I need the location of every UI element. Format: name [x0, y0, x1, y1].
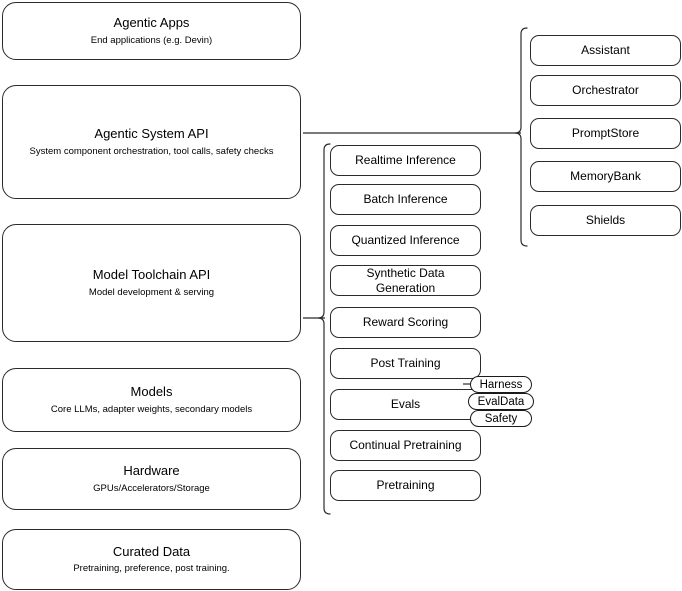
toolchain-continual-pretraining[interactable]: Continual Pretraining — [330, 430, 481, 461]
chip-label: Post Training — [370, 356, 441, 370]
toolchain-quantized-inference[interactable]: Quantized Inference — [330, 225, 481, 256]
layer-title: Curated Data — [112, 543, 191, 559]
pill-label: EvalData — [477, 395, 525, 408]
layer-hardware[interactable]: Hardware GPUs/Accelerators/Storage — [2, 448, 301, 510]
pill-label: Safety — [484, 412, 518, 425]
chip-label: PromptStore — [571, 126, 640, 140]
chip-label: Pretraining — [376, 478, 435, 492]
chip-label: Shields — [585, 213, 626, 227]
evals-pill-harness[interactable]: Harness — [470, 376, 532, 393]
layer-models[interactable]: Models Core LLMs, adapter weights, secon… — [2, 368, 301, 432]
chip-label: MemoryBank — [570, 169, 641, 183]
toolchain-synthetic-data-generation[interactable]: Synthetic Data Generation — [330, 265, 481, 296]
layer-subtitle: Model development & serving — [88, 286, 215, 298]
layer-model-toolchain-api[interactable]: Model Toolchain API Model development & … — [2, 224, 301, 342]
layer-title: Model Toolchain API — [92, 267, 211, 283]
layer-agentic-system-api[interactable]: Agentic System API System component orch… — [2, 85, 301, 199]
toolchain-batch-inference[interactable]: Batch Inference — [330, 184, 481, 215]
layer-subtitle: Core LLMs, adapter weights, secondary mo… — [50, 403, 253, 415]
chip-label: Reward Scoring — [362, 315, 449, 329]
layer-subtitle: GPUs/Accelerators/Storage — [93, 482, 210, 494]
chip-label: Quantized Inference — [351, 233, 460, 247]
toolchain-reward-scoring[interactable]: Reward Scoring — [330, 307, 481, 338]
chip-label: Realtime Inference — [355, 153, 456, 167]
layer-subtitle: System component orchestration, tool cal… — [29, 145, 274, 157]
layer-title: Agentic System API — [94, 126, 209, 142]
chip-label: Batch Inference — [363, 192, 448, 206]
toolchain-evals[interactable]: Evals — [330, 389, 481, 420]
toolchain-realtime-inference[interactable]: Realtime Inference — [330, 145, 481, 176]
layer-subtitle: Pretraining, preference, post training. — [73, 563, 230, 575]
layer-subtitle: End applications (e.g. Devin) — [90, 34, 213, 46]
pill-label: Harness — [479, 378, 523, 391]
system-assistant[interactable]: Assistant — [530, 35, 681, 66]
toolchain-pretraining[interactable]: Pretraining — [330, 470, 481, 501]
chip-label: Continual Pretraining — [349, 438, 462, 452]
evals-pill-evaldata[interactable]: EvalData — [468, 393, 534, 410]
chip-label: Synthetic Data Generation — [366, 265, 445, 295]
layer-agentic-apps[interactable]: Agentic Apps End applications (e.g. Devi… — [2, 2, 301, 60]
chip-label: Orchestrator — [572, 83, 639, 97]
system-promptstore[interactable]: PromptStore — [530, 118, 681, 149]
chip-label: Evals — [390, 397, 421, 411]
layer-curated-data[interactable]: Curated Data Pretraining, preference, po… — [2, 529, 301, 590]
layer-title: Models — [130, 384, 173, 400]
chip-label: Assistant — [581, 43, 630, 57]
toolchain-post-training[interactable]: Post Training — [330, 348, 481, 379]
system-orchestrator[interactable]: Orchestrator — [530, 75, 681, 106]
layer-title: Agentic Apps — [113, 15, 190, 31]
layer-title: Hardware — [123, 463, 180, 479]
evals-pill-safety[interactable]: Safety — [470, 410, 532, 427]
system-shields[interactable]: Shields — [530, 205, 681, 236]
system-memorybank[interactable]: MemoryBank — [530, 161, 681, 192]
